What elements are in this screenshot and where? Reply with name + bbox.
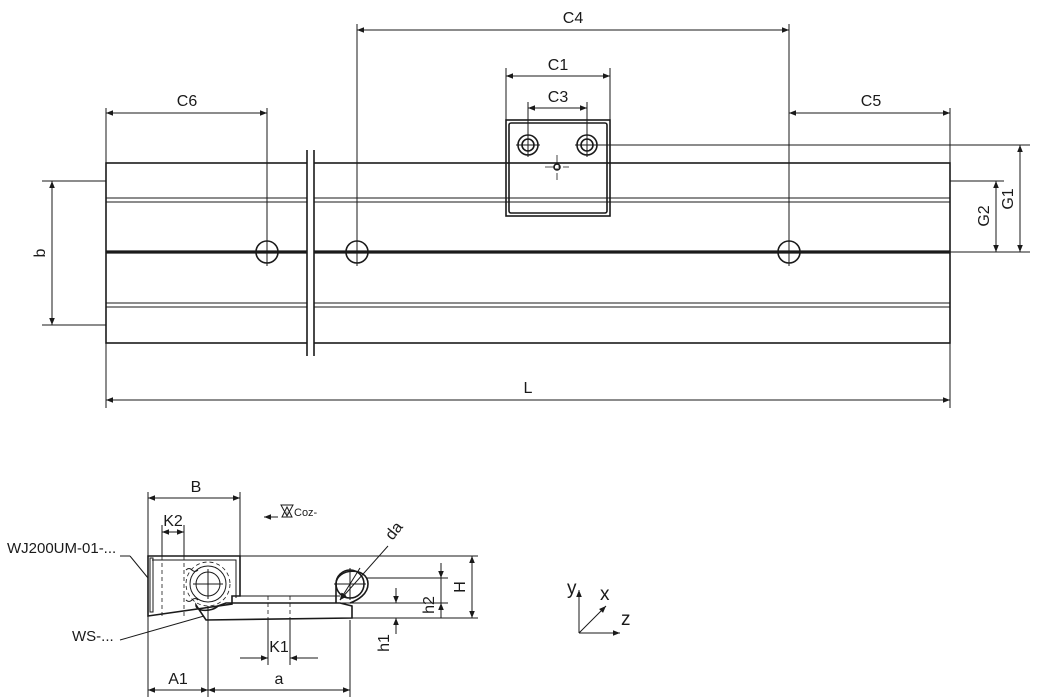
- dim-b-label: b: [32, 248, 49, 257]
- dim-k2-label: K2: [163, 513, 183, 530]
- dimension-c6: C6: [106, 93, 267, 116]
- dim-k1-label: K1: [269, 639, 289, 656]
- dimension-k2: K2: [162, 513, 184, 535]
- dim-c5-label: C5: [861, 93, 882, 110]
- dimension-c5: C5: [789, 93, 950, 116]
- warning-icon: [281, 505, 293, 518]
- top-view: C4 C1 C3 C6 C5 b G1 G2: [32, 10, 1030, 408]
- dim-da-label: da: [382, 519, 406, 544]
- dimension-b: b: [32, 181, 55, 325]
- dimension-h1: h1: [352, 588, 404, 652]
- dimension-c3: C3: [528, 89, 587, 111]
- callout-rail-label: WS-...: [72, 628, 114, 645]
- axis-y-label: y: [567, 578, 577, 599]
- rail-hole-middle: [343, 238, 371, 266]
- dimension-g1: G1: [1000, 145, 1023, 252]
- dim-c1-label: C1: [548, 57, 569, 74]
- dim-a-label: a: [275, 671, 284, 688]
- rail-mounting-holes: [253, 238, 803, 266]
- dim-l-label: L: [524, 380, 533, 397]
- axis-z-label: z: [621, 609, 631, 630]
- dimension-h: H: [452, 556, 475, 618]
- note-label: Coz-: [294, 507, 318, 519]
- direction-note: ! Coz-: [264, 504, 318, 520]
- callout-carriage-label: WJ200UM-01-...: [7, 540, 116, 557]
- dim-c3-label: C3: [548, 89, 569, 106]
- section-view: B K2 da H h2 h1: [7, 479, 478, 697]
- coordinate-axes: y x z: [567, 578, 631, 636]
- dim-g2-label: G2: [976, 205, 993, 226]
- svg-text:!: !: [286, 512, 288, 518]
- dim-h2-label: h2: [421, 596, 438, 614]
- callout-carriage: WJ200UM-01-...: [7, 540, 149, 579]
- rail-section: [195, 568, 369, 621]
- dim-g1-label: G1: [1000, 188, 1017, 209]
- section-extension-lines: [147, 492, 478, 697]
- dimension-k1: K1: [240, 639, 318, 661]
- dim-c4-label: C4: [563, 10, 584, 27]
- rail-hole-right: [775, 238, 803, 266]
- dimension-c1: C1: [506, 57, 610, 79]
- dimension-a1: A1: [148, 671, 208, 693]
- dimension-b-upper: B: [148, 479, 240, 501]
- top-extension-lines: [42, 24, 1030, 408]
- axis-x-label: x: [600, 584, 610, 605]
- dimension-g2: G2: [976, 181, 999, 252]
- dimension-a: a: [208, 671, 350, 693]
- dimension-l: L: [106, 380, 950, 403]
- dim-b-upper-label: B: [191, 479, 202, 496]
- dim-h-label: H: [452, 581, 469, 593]
- carriage-section: [147, 555, 241, 617]
- rail-hole-left: [253, 238, 281, 266]
- dim-a1-label: A1: [168, 671, 188, 688]
- dim-c6-label: C6: [177, 93, 198, 110]
- dimension-h2: h2: [421, 563, 444, 618]
- callout-rail: WS-...: [72, 615, 205, 645]
- rail-top-view: [105, 150, 951, 356]
- dim-h1-label: h1: [376, 634, 393, 652]
- dimension-c4: C4: [357, 10, 789, 33]
